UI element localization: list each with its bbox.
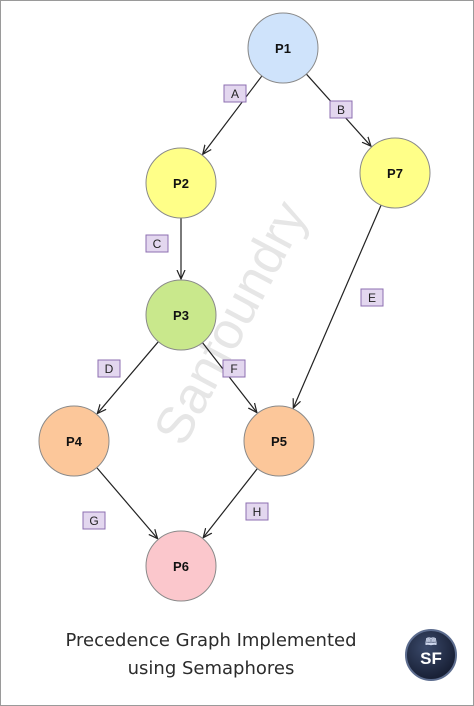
node-circle [359,137,431,209]
edge-label-text: A [231,87,239,101]
node-p6: P6 [145,530,217,602]
node-p2: P2 [145,147,217,219]
edge-label-box [223,84,247,103]
edge-label-a: A [223,84,247,103]
node-circle [145,147,217,219]
edge-label-b: B [329,100,353,119]
edge-label-text: G [89,514,98,528]
edge-arrow [202,342,256,413]
edge-arrow [96,467,158,539]
edge-label-box [360,288,384,307]
node-label: P2 [173,176,189,191]
edge-p3-p5 [202,342,256,413]
logo-text: SF [420,649,442,668]
edge-label-box [329,100,353,119]
sanfoundry-logo: 🕮︎ SF [405,629,457,681]
edge-label-c: C [145,234,169,253]
node-p4: P4 [38,405,110,477]
edge-label-h: H [245,502,269,521]
node-label: P4 [66,434,83,449]
edge-label-box [82,511,106,530]
node-circle [247,12,319,84]
edge-arrow [293,204,382,408]
node-label: P3 [173,308,189,323]
caption-line-2: using Semaphores [127,658,295,679]
edge-label-text: F [230,362,237,376]
edge-label-text: C [153,237,162,251]
node-p7: P7 [359,137,431,209]
edge-label-box [97,359,121,378]
edge-p5-p6 [203,468,258,538]
edge-p3-p4 [97,341,159,414]
node-label: P1 [275,41,291,56]
edge-p1-p2 [203,75,263,154]
edge-arrow [203,468,258,538]
node-circle [38,405,110,477]
caption-line-1: Precedence Graph Implemented [65,630,357,651]
edge-label-text: B [337,103,345,117]
edge-label-g: G [82,511,106,530]
book-icon: 🕮︎ [425,637,437,648]
edge-label-e: E [360,288,384,307]
node-p5: P5 [243,405,315,477]
edge-label-box [222,359,246,378]
edge-arrow [97,341,159,414]
node-circle [145,279,217,351]
edge-label-box [245,502,269,521]
node-circle [145,530,217,602]
edge-arrow [203,75,263,154]
edge-label-text: D [105,362,114,376]
edge-label-text: H [253,505,262,519]
edge-p4-p6 [96,467,158,539]
edge-label-d: D [97,359,121,378]
edge-label-box [145,234,169,253]
node-p3: P3 [145,279,217,351]
node-label: P6 [173,559,189,574]
caption: Precedence Graph Implemented using Semap… [21,627,401,683]
node-circle [243,405,315,477]
node-p1: P1 [247,12,319,84]
edge-label-text: E [368,291,376,305]
edge-p7-p5 [293,204,382,408]
node-label: P7 [387,166,403,181]
edge-labels-layer: A B C D E F G H [82,84,384,530]
node-label: P5 [271,434,287,449]
edge-label-f: F [222,359,246,378]
